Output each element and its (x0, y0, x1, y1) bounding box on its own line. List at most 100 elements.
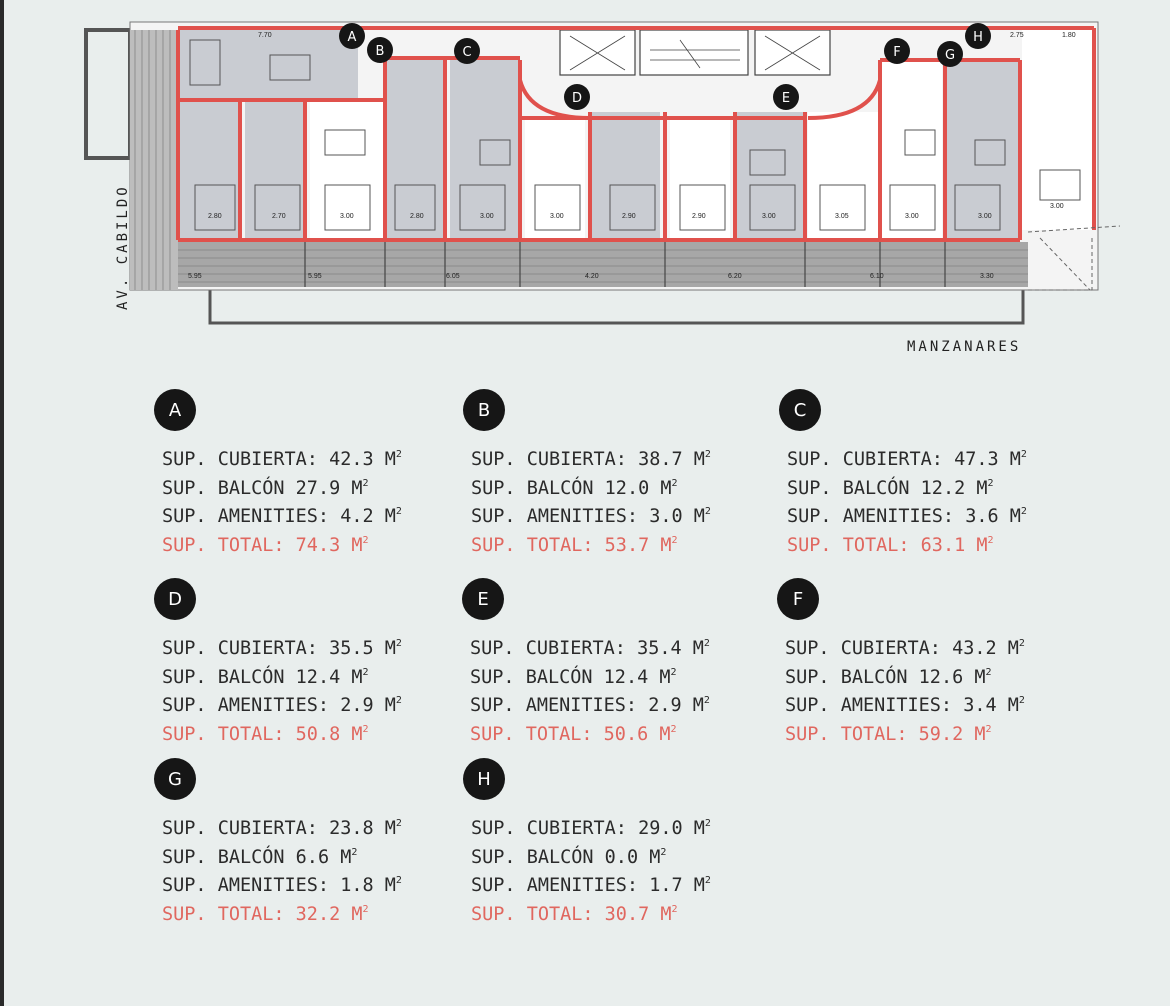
unit-g-amenities: SUP. AMENITIES: 1.8 M2 (162, 875, 402, 896)
unit-a-cubierta: SUP. CUBIERTA: 42.3 M2 (162, 449, 402, 470)
street-label-manzanares: MANZANARES (907, 339, 1022, 355)
unit-h-cubierta: SUP. CUBIERTA: 29.0 M2 (471, 818, 711, 839)
unit-h-total: SUP. TOTAL: 30.7 M2 (471, 903, 678, 925)
plan-marker-g-label: G (945, 48, 955, 63)
svg-text:5.95: 5.95 (188, 273, 202, 280)
svg-text:3.00: 3.00 (340, 213, 354, 220)
floor-plan: 7.70 2.80 2.70 3.00 2.80 3.00 3.00 2.90 2.90 3… (84, 21, 1121, 325)
unit-e-cubierta: SUP. CUBIERTA: 35.4 M2 (470, 638, 710, 659)
svg-text:6.05: 6.05 (446, 273, 460, 280)
plan-marker-c-label: C (462, 45, 471, 60)
unit-card-a: A SUP. CUBIERTA: 42.3 M2 SUP. BALCÓN 27.… (154, 389, 454, 556)
svg-text:3.00: 3.00 (978, 213, 992, 220)
plan-marker-a-label: A (348, 30, 357, 45)
unit-badge-c: C (779, 389, 821, 431)
svg-text:2.70: 2.70 (272, 213, 286, 220)
unit-card-g: G SUP. CUBIERTA: 23.8 M2 SUP. BALCÓN 6.6… (154, 758, 454, 925)
svg-text:3.00: 3.00 (1050, 203, 1064, 210)
plan-balcony-strip (178, 242, 1028, 287)
svg-text:3.00: 3.00 (480, 213, 494, 220)
svg-text:3.05: 3.05 (835, 213, 849, 220)
unit-e-amenities: SUP. AMENITIES: 2.9 M2 (470, 695, 710, 716)
svg-text:3.00: 3.00 (762, 213, 776, 220)
plan-marker-h-label: H (973, 30, 983, 45)
svg-text:2.90: 2.90 (622, 213, 636, 220)
svg-text:3.00: 3.00 (905, 213, 919, 220)
svg-text:4.20: 4.20 (585, 273, 599, 280)
unit-f-amenities: SUP. AMENITIES: 3.4 M2 (785, 695, 1025, 716)
plan-marker-d: D (564, 84, 590, 110)
unit-badge-e: E (462, 578, 504, 620)
unit-g-balcon: SUP. BALCÓN 6.6 M2 (162, 846, 358, 868)
unit-badge-a: A (154, 389, 196, 431)
plan-marker-f: F (884, 38, 910, 64)
unit-h-amenities: SUP. AMENITIES: 1.7 M2 (471, 875, 711, 896)
plan-unit-g (945, 60, 1020, 240)
unit-d-total: SUP. TOTAL: 50.8 M2 (162, 723, 369, 745)
unit-b-total: SUP. TOTAL: 53.7 M2 (471, 534, 678, 556)
unit-d-balcon: SUP. BALCÓN 12.4 M2 (162, 666, 369, 688)
unit-a-balcon: SUP. BALCÓN 27.9 M2 (162, 477, 369, 499)
unit-card-f: F SUP. CUBIERTA: 43.2 M2 SUP. BALCÓN 12.… (777, 578, 1077, 745)
plan-unit-a-left (178, 100, 240, 240)
svg-text:3.00: 3.00 (550, 213, 564, 220)
unit-badge-g: G (154, 758, 196, 800)
plan-marker-f-label: F (893, 45, 900, 60)
unit-e-balcon: SUP. BALCÓN 12.4 M2 (470, 666, 677, 688)
unit-c-amenities: SUP. AMENITIES: 3.6 M2 (787, 506, 1027, 527)
unit-f-cubierta: SUP. CUBIERTA: 43.2 M2 (785, 638, 1025, 659)
unit-g-cubierta: SUP. CUBIERTA: 23.8 M2 (162, 818, 402, 839)
plan-marker-h: H (965, 23, 991, 49)
plan-unit-c-right (450, 60, 520, 240)
unit-card-b: B SUP. CUBIERTA: 38.7 M2 SUP. BALCÓN 12.… (463, 389, 763, 556)
plan-south-frame (208, 290, 1025, 325)
unit-c-balcon: SUP. BALCÓN 12.2 M2 (787, 477, 994, 499)
plan-marker-b: B (367, 37, 393, 63)
plan-marker-e-label: E (782, 91, 790, 106)
svg-text:5.95: 5.95 (308, 273, 322, 280)
unit-b-cubierta: SUP. CUBIERTA: 38.7 M2 (471, 449, 711, 470)
plan-marker-a: A (339, 23, 365, 49)
plan-marker-d-label: D (572, 91, 582, 106)
plan-marker-c: C (454, 38, 480, 64)
unit-d-amenities: SUP. AMENITIES: 2.9 M2 (162, 695, 402, 716)
unit-badge-b: B (463, 389, 505, 431)
plan-west-frame (84, 28, 132, 160)
unit-c-total: SUP. TOTAL: 63.1 M2 (787, 534, 994, 556)
svg-text:2.75: 2.75 (1010, 32, 1024, 39)
unit-card-h: H SUP. CUBIERTA: 29.0 M2 SUP. BALCÓN 0.0… (463, 758, 763, 925)
svg-text:7.70: 7.70 (258, 32, 272, 39)
street-label-cabildo: AV. CABILDO (115, 184, 131, 310)
unit-badge-h: H (463, 758, 505, 800)
svg-text:1.80: 1.80 (1062, 32, 1076, 39)
plan-west-terrace (130, 30, 178, 290)
unit-e-total: SUP. TOTAL: 50.6 M2 (470, 723, 677, 745)
unit-b-amenities: SUP. AMENITIES: 3.0 M2 (471, 506, 711, 527)
plan-unit-a-top (178, 30, 358, 100)
unit-d-cubierta: SUP. CUBIERTA: 35.5 M2 (162, 638, 402, 659)
unit-b-balcon: SUP. BALCÓN 12.0 M2 (471, 477, 678, 499)
unit-a-total: SUP. TOTAL: 74.3 M2 (162, 534, 369, 556)
unit-badge-f: F (777, 578, 819, 620)
plan-unit-d (590, 112, 660, 240)
svg-text:2.90: 2.90 (692, 213, 706, 220)
svg-text:2.80: 2.80 (410, 213, 424, 220)
plan-marker-e: E (773, 84, 799, 110)
unit-g-total: SUP. TOTAL: 32.2 M2 (162, 903, 369, 925)
left-frame-border (0, 0, 4, 1006)
unit-h-balcon: SUP. BALCÓN 0.0 M2 (471, 846, 667, 868)
plan-unit-e (735, 112, 805, 240)
svg-text:6.10: 6.10 (870, 273, 884, 280)
plan-marker-b-label: B (376, 44, 385, 59)
unit-badge-d: D (154, 578, 196, 620)
plan-marker-g: G (937, 41, 963, 67)
unit-card-d: D SUP. CUBIERTA: 35.5 M2 SUP. BALCÓN 12.… (154, 578, 454, 745)
unit-f-balcon: SUP. BALCÓN 12.6 M2 (785, 666, 992, 688)
svg-text:6.20: 6.20 (728, 273, 742, 280)
unit-f-total: SUP. TOTAL: 59.2 M2 (785, 723, 992, 745)
unit-card-e: E SUP. CUBIERTA: 35.4 M2 SUP. BALCÓN 12.… (462, 578, 762, 745)
unit-c-cubierta: SUP. CUBIERTA: 47.3 M2 (787, 449, 1027, 470)
svg-text:2.80: 2.80 (208, 213, 222, 220)
unit-a-amenities: SUP. AMENITIES: 4.2 M2 (162, 506, 402, 527)
unit-card-c: C SUP. CUBIERTA: 47.3 M2 SUP. BALCÓN 12.… (779, 389, 1079, 556)
